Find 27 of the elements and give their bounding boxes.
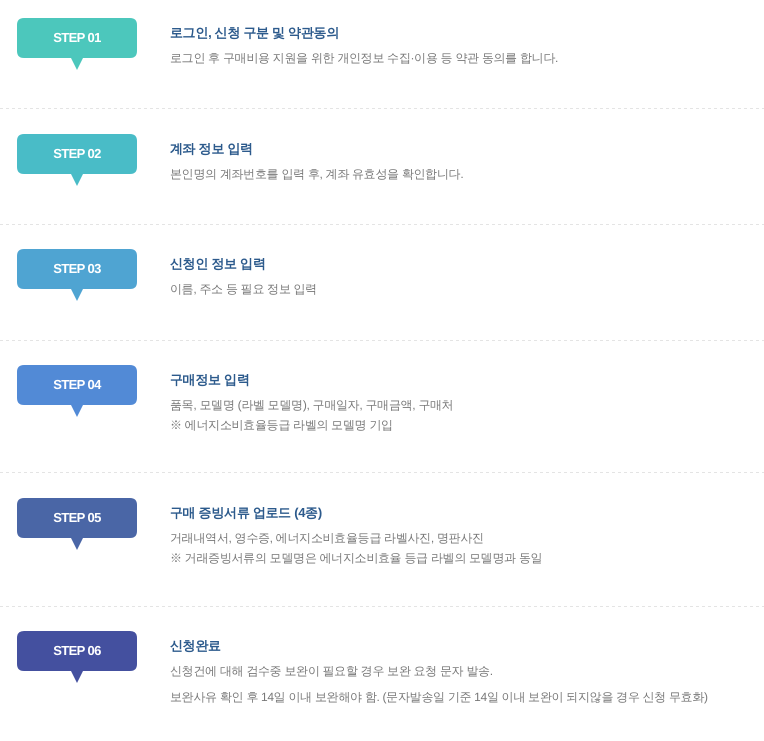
step-label: STEP 04 <box>53 377 101 393</box>
step-description: 거래내역서, 영수증, 에너지소비효율등급 라벨사진, 명판사진 <box>170 530 485 547</box>
step-label: STEP 03 <box>53 261 101 277</box>
step-description: 품목, 모델명 (라벨 모델명), 구매일자, 구매금액, 구매처 <box>170 397 454 414</box>
step-title: 계좌 정보 입력 <box>170 140 254 158</box>
step-title: 신청인 정보 입력 <box>170 255 267 273</box>
step-label: STEP 06 <box>53 643 101 659</box>
step-description: ※ 에너지소비효율등급 라벨의 모델명 기입 <box>170 416 394 434</box>
speech-bubble <box>17 631 137 683</box>
step-description: 본인명의 계좌번호를 입력 후, 계좌 유효성을 확인합니다. <box>170 166 464 183</box>
step-label: STEP 01 <box>53 30 101 46</box>
step-description: ※ 거래증빙서류의 모델명은 에너지소비효율 등급 라벨의 모델명과 동일 <box>170 550 544 566</box>
step-description: 신청건에 대해 검수중 보완이 필요할 경우 보완 요청 문자 발송. <box>170 663 494 680</box>
step-title: 구매정보 입력 <box>170 371 251 389</box>
step-title: 신청완료 <box>170 637 222 655</box>
step-label: STEP 02 <box>53 146 101 162</box>
speech-bubble <box>17 249 137 301</box>
speech-bubble <box>17 18 137 70</box>
step-description: 이름, 주소 등 필요 정보 입력 <box>170 281 318 298</box>
step-title: 구매 증빙서류 업로드 (4종) <box>170 504 323 522</box>
step-label: STEP 05 <box>53 510 101 526</box>
step-description: 로그인 후 구매비용 지원을 위한 개인정보 수집·이용 등 약관 동의를 합니다. <box>170 50 560 67</box>
speech-bubble <box>17 134 137 186</box>
speech-bubble <box>17 498 137 550</box>
step-title: 로그인, 신청 구분 및 약관동의 <box>170 24 340 42</box>
speech-bubble <box>17 365 137 417</box>
step-description: 보완사유 확인 후 14일 이내 보완해야 함. (문자발송일 기준 14일 이내 보완이 되지않을 경우 신청 무효화) <box>170 688 709 706</box>
